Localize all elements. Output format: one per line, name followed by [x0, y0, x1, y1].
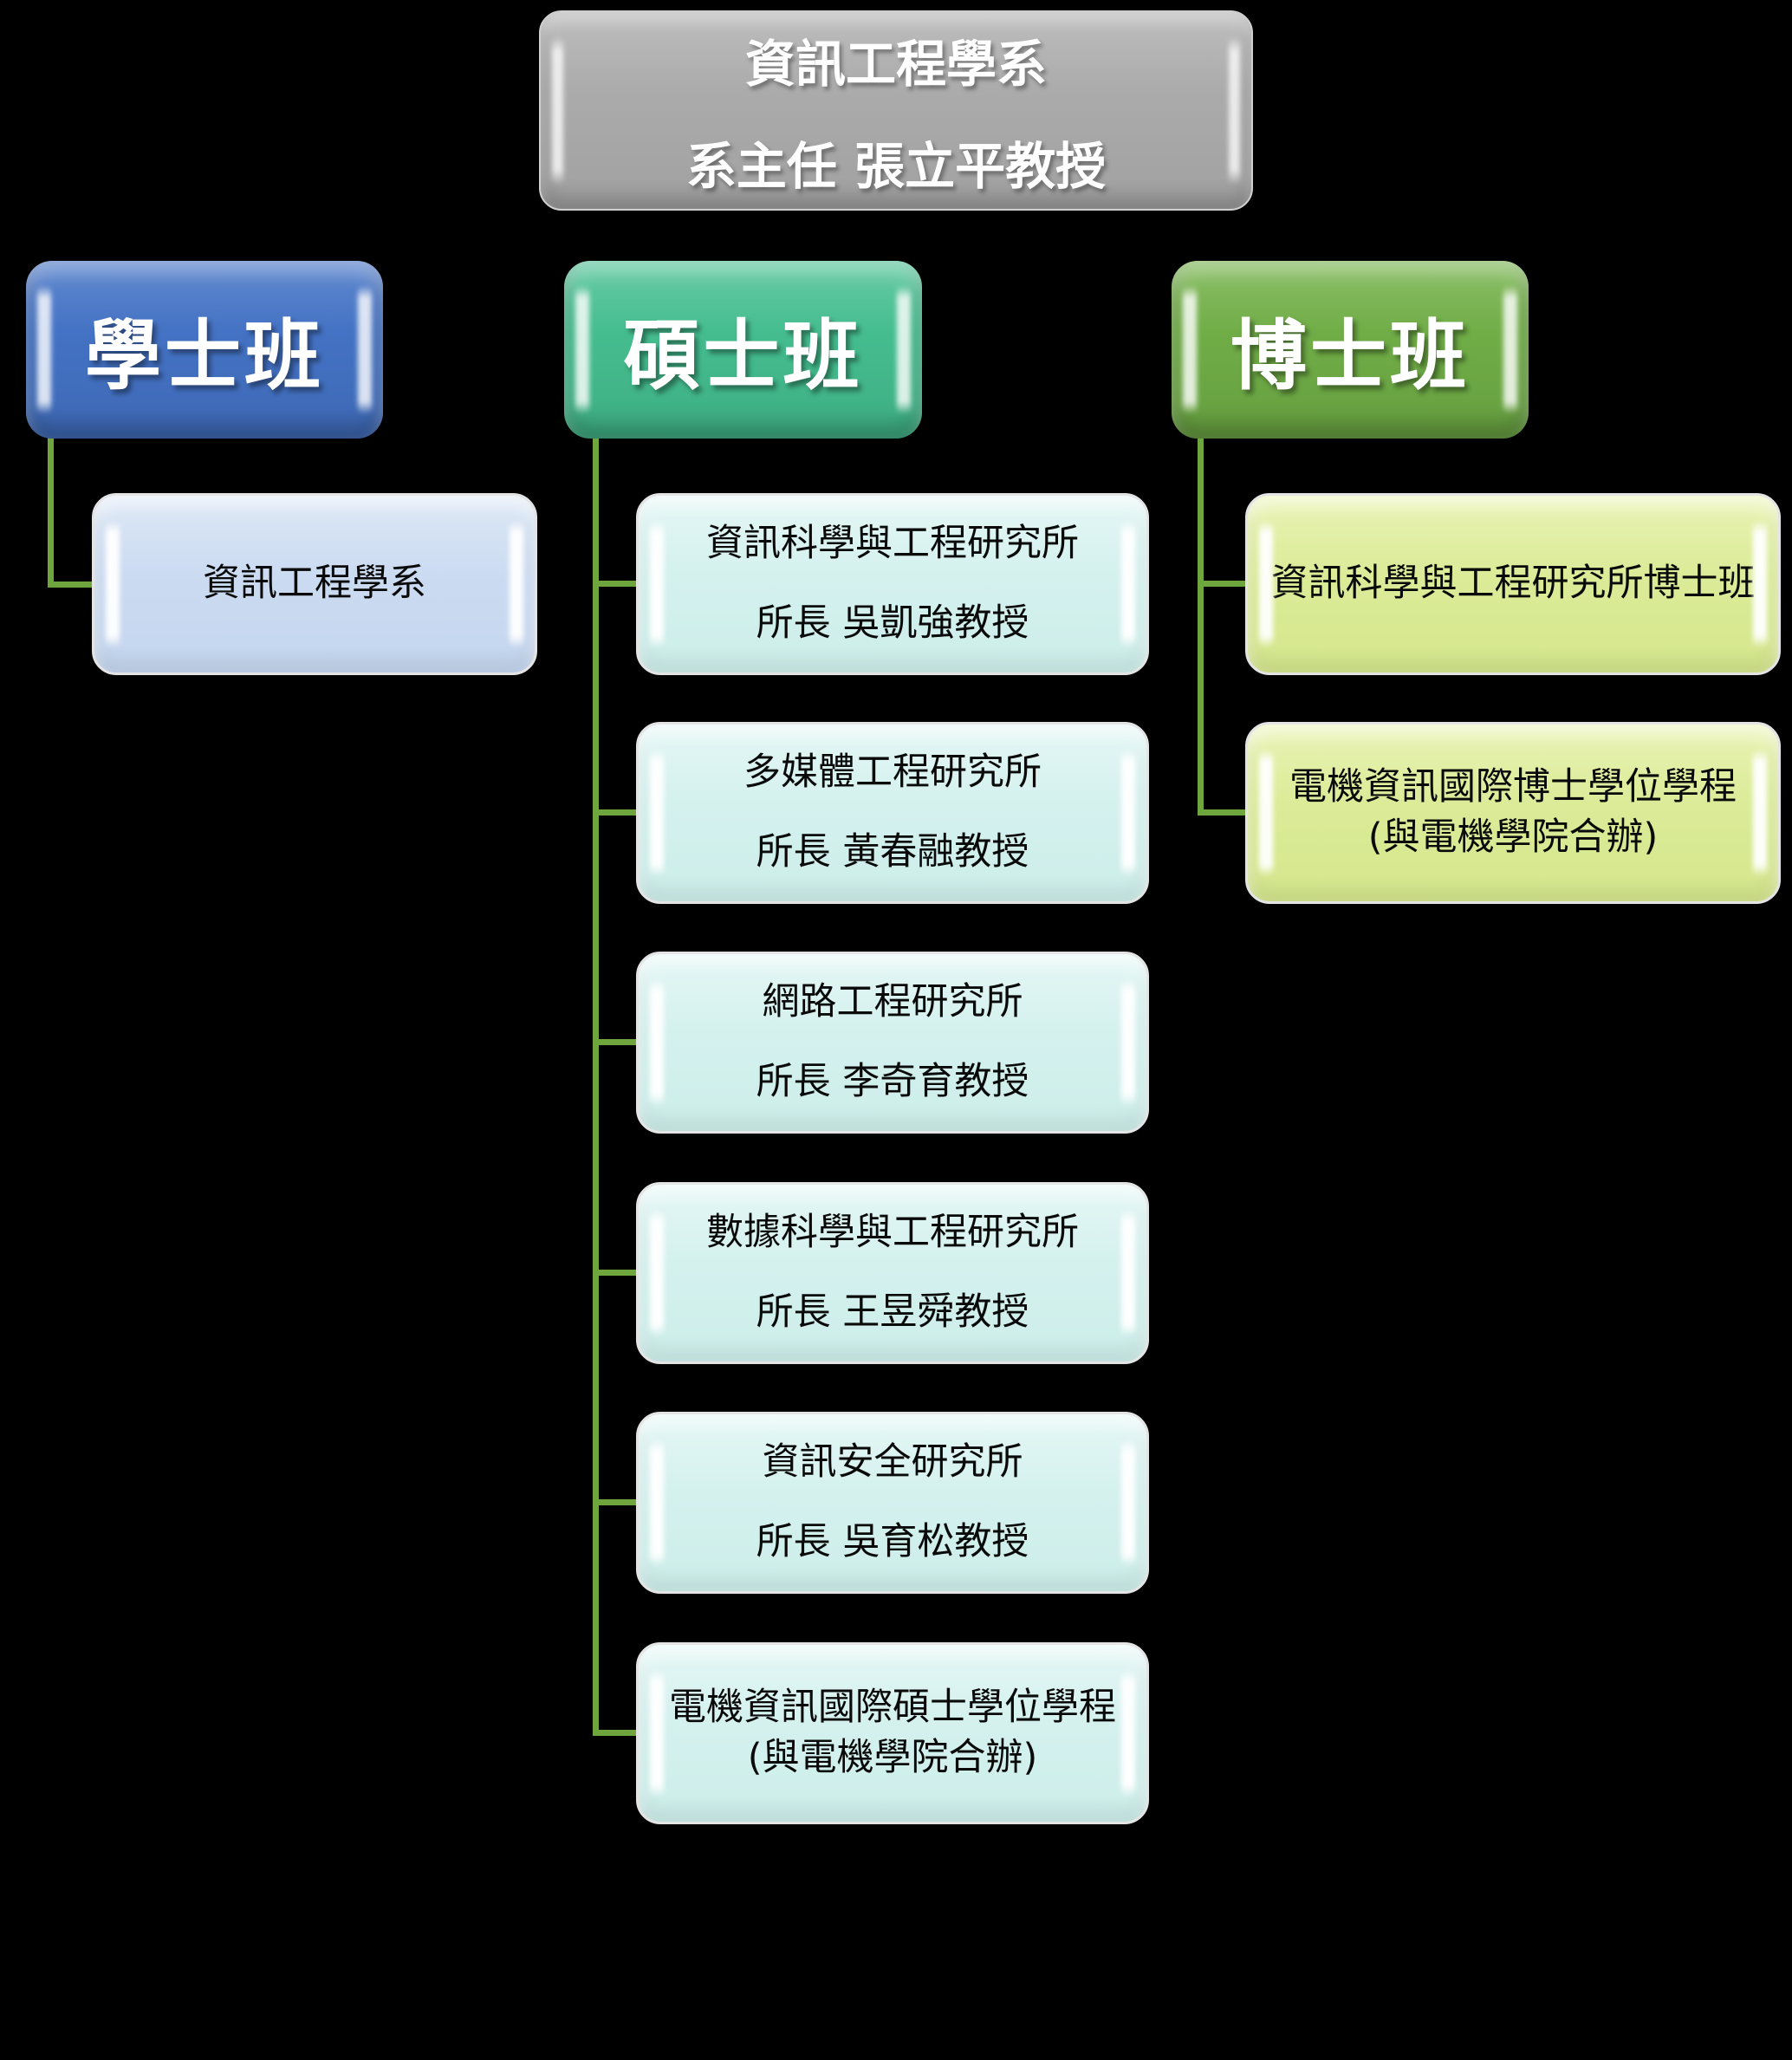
phd-child-2-title: 電機資訊國際博士學位學程 — [1289, 765, 1737, 809]
master-child-2-director: 所長 黃春融教授 — [756, 830, 1029, 874]
master-connector-stub-5 — [593, 1499, 636, 1505]
master-child-2-title: 多媒體工程研究所 — [743, 751, 1042, 795]
master-child-node-2: 多媒體工程研究所 所長 黃春融教授 — [636, 722, 1149, 904]
master-child-6-title: 電機資訊國際碩士學位學程 — [669, 1686, 1116, 1730]
master-child-node-1: 資訊科學與工程研究所 所長 吳凱強教授 — [636, 493, 1149, 675]
master-header-label: 碩士班 — [623, 311, 863, 400]
master-child-node-5: 資訊安全研究所 所長 吳育松教授 — [636, 1412, 1149, 1594]
master-connector-stub-2 — [593, 809, 636, 816]
phd-child-node-2: 電機資訊國際博士學位學程 (與電機學院合辦) — [1245, 722, 1781, 904]
phd-connector-stub-2 — [1198, 809, 1245, 816]
phd-child-node-1: 資訊科學與工程研究所博士班 — [1245, 493, 1781, 675]
master-connector-stub-1 — [593, 581, 636, 587]
master-child-3-title: 網路工程研究所 — [762, 980, 1023, 1024]
master-connector-stub-4 — [593, 1270, 636, 1276]
master-child-3-director: 所長 李奇育教授 — [756, 1060, 1029, 1103]
root-node-subtitle: 系主任 張立平教授 — [685, 136, 1107, 196]
master-child-4-title: 數據科學與工程研究所 — [706, 1211, 1079, 1255]
master-child-node-6: 電機資訊國際碩士學位學程 (與電機學院合辦) — [636, 1642, 1149, 1824]
master-child-5-director: 所長 吳育松教授 — [756, 1520, 1029, 1563]
master-header-node: 碩士班 — [564, 261, 922, 439]
phd-child-2-note: (與電機學院合辦) — [1367, 816, 1659, 859]
phd-connector-vertical — [1198, 436, 1204, 816]
bachelor-header-node: 學士班 — [26, 261, 383, 439]
bachelor-child-node: 資訊工程學系 — [92, 493, 537, 675]
phd-child-1-title: 資訊科學與工程研究所博士班 — [1270, 562, 1756, 606]
master-child-node-4: 數據科學與工程研究所 所長 王昱舜教授 — [636, 1182, 1149, 1364]
master-child-6-note: (與電機學院合辦) — [747, 1736, 1038, 1779]
master-connector-stub-6 — [593, 1730, 636, 1736]
master-child-4-director: 所長 王昱舜教授 — [756, 1290, 1029, 1334]
master-connector-vertical — [593, 436, 599, 1736]
bachelor-connector-stub — [48, 582, 92, 588]
master-child-1-director: 所長 吳凱強教授 — [756, 601, 1029, 645]
bachelor-connector-vertical — [48, 436, 54, 588]
master-child-5-title: 資訊安全研究所 — [762, 1440, 1023, 1485]
master-child-1-title: 資訊科學與工程研究所 — [706, 522, 1079, 566]
root-node-title: 資訊工程學系 — [744, 34, 1047, 94]
master-child-node-3: 網路工程研究所 所長 李奇育教授 — [636, 952, 1149, 1134]
phd-header-label: 博士班 — [1230, 311, 1470, 400]
master-connector-stub-3 — [593, 1039, 636, 1045]
root-node: 資訊工程學系 系主任 張立平教授 — [539, 10, 1253, 211]
bachelor-child-title: 資訊工程學系 — [203, 562, 426, 606]
bachelor-header-label: 學士班 — [84, 311, 324, 400]
phd-header-node: 博士班 — [1172, 261, 1529, 439]
phd-connector-stub-1 — [1198, 581, 1245, 587]
